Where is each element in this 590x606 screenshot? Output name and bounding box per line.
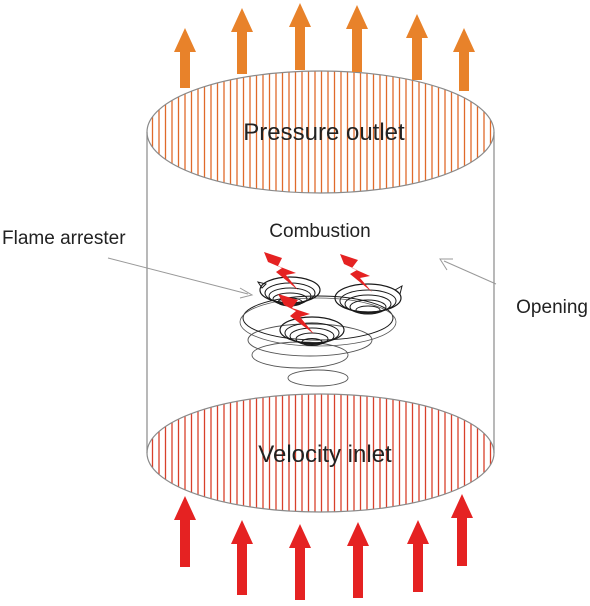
outlet-up-arrow-icon (346, 5, 368, 72)
inlet-up-arrow-icon (289, 524, 311, 600)
arrester-disc-front (279, 316, 345, 346)
combustion-marks (264, 252, 372, 334)
inlet-arrows (174, 494, 473, 600)
combustion-label: Combustion (269, 221, 370, 242)
inlet-up-arrow-icon (347, 522, 369, 598)
velocity-inlet-label: Velocity inlet (258, 441, 392, 468)
opening-label: Opening (516, 297, 588, 318)
arrester-disc-right (334, 283, 402, 315)
outlet-up-arrow-icon (174, 28, 196, 88)
outlet-up-arrow-icon (453, 28, 475, 91)
flame-arrester-label: Flame arrester (2, 228, 126, 249)
pressure-outlet-boundary (146, 70, 495, 194)
velocity-inlet-boundary (146, 393, 495, 513)
lightning-bolt-icon (278, 294, 314, 334)
outlet-arrows (174, 3, 475, 91)
lightning-bolt-icon (264, 252, 298, 290)
pressure-outlet-label: Pressure outlet (243, 119, 405, 146)
inlet-up-arrow-icon (174, 496, 196, 567)
opening-pointer (439, 258, 497, 285)
outlet-up-arrow-icon (231, 8, 253, 74)
outlet-up-arrow-icon (406, 14, 428, 80)
lightning-bolt-icon (340, 254, 372, 292)
inlet-up-arrow-icon (451, 494, 473, 566)
flame-arrester-device (239, 276, 403, 387)
flame-arrester-pointer (107, 257, 254, 299)
inlet-up-arrow-icon (231, 520, 253, 595)
domain-cylinder (146, 132, 495, 453)
inlet-up-arrow-icon (407, 520, 429, 592)
outlet-up-arrow-icon (289, 3, 311, 70)
